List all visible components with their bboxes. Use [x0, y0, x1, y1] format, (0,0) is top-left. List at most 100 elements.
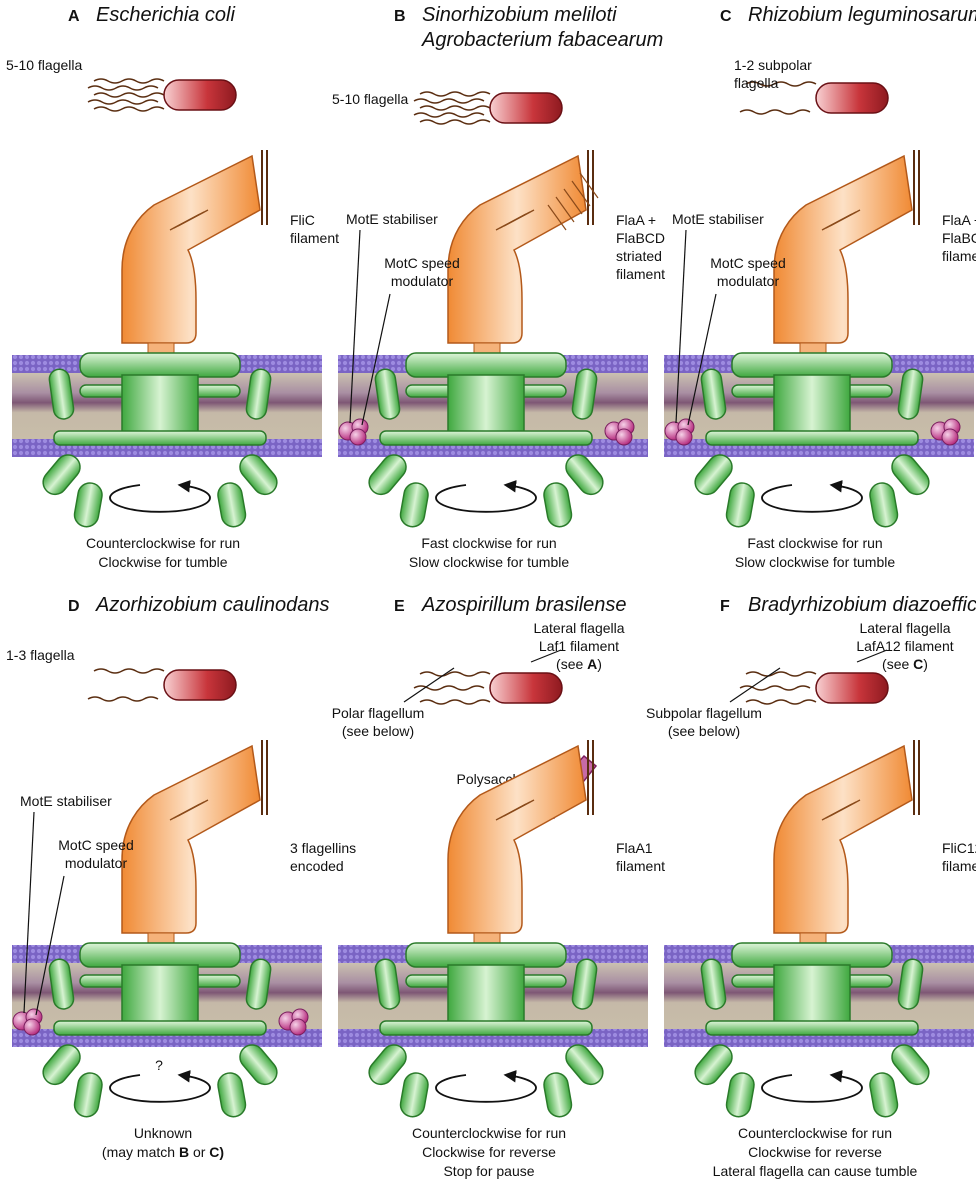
flagellar-motor [338, 740, 648, 1118]
stator-unit [48, 958, 75, 1010]
MS-ring [773, 964, 851, 1028]
rotation-arrow [761, 1069, 863, 1103]
filament-label: FliC1234filament [942, 840, 976, 874]
cell-body [489, 92, 563, 124]
panel-D: D Azorhizobium caulinodans 1-3 flagella 3 f… [6, 594, 356, 1160]
motE-label: MotE stabiliser [672, 211, 764, 227]
C-ring [379, 430, 593, 446]
panel-letter: E [394, 598, 405, 615]
mot-protein-cluster [930, 418, 961, 446]
hook [447, 744, 587, 934]
motE-label: MotE stabiliser [20, 793, 112, 809]
species-title: Escherichia coli [96, 4, 236, 26]
species-title: Azospirillum brasilense [421, 594, 627, 616]
stator-unit [571, 368, 598, 420]
mot-protein-cluster [338, 418, 369, 446]
flagella [739, 671, 817, 705]
stator-unit [245, 368, 272, 420]
MS-ring [447, 964, 525, 1028]
rotation-arrow [109, 479, 211, 513]
panel-F: F Bradyrhizobium diazoefficiensLateral fl… [646, 594, 976, 1179]
stator-unit [897, 958, 924, 1010]
flagellar-motor [12, 150, 322, 528]
stator-unit [700, 368, 727, 420]
L-ring [79, 352, 241, 378]
rotation-arrow [435, 1069, 537, 1103]
stator-unit [897, 368, 924, 420]
flagella [87, 78, 165, 112]
lateral-flagella-ref: (see A) [556, 656, 602, 672]
C-ring [705, 1020, 919, 1036]
flagellar-motor [12, 740, 322, 1118]
panel-letter: F [720, 598, 730, 615]
panel-letter: B [394, 8, 406, 25]
rotation-unknown-mark: ? [155, 1057, 163, 1073]
stator-unit [571, 958, 598, 1010]
C-ring [53, 1020, 267, 1036]
C-ring [53, 430, 267, 446]
cell-body [815, 672, 889, 704]
L-ring [731, 942, 893, 968]
flagella [413, 91, 491, 125]
rotation-arrow [761, 479, 863, 513]
hook [121, 744, 261, 934]
filament-label: FlaA +FlaBCEHfilament [942, 212, 976, 264]
species-title: Rhizobium leguminosarum [748, 4, 976, 26]
motility-caption-detail: (may match B or C) [102, 1144, 224, 1160]
mot-protein-cluster [12, 1008, 43, 1036]
panel-letter: D [68, 598, 80, 615]
motility-caption: Unknown [134, 1125, 192, 1141]
L-ring [731, 352, 893, 378]
flagella [413, 671, 491, 705]
L-ring [79, 942, 241, 968]
flagella-count-label: 5-10 flagella [6, 57, 82, 73]
flagella-count-label: 5-10 flagella [332, 91, 408, 107]
hook [773, 744, 913, 934]
L-ring [405, 942, 567, 968]
stator-unit [374, 368, 401, 420]
cell-body [489, 672, 563, 704]
rotation-arrow [109, 1069, 211, 1103]
mot-protein-cluster [604, 418, 635, 446]
species-title: Bradyrhizobium diazoefficiens [748, 594, 976, 616]
flagella [739, 81, 817, 115]
rotation-arrow [435, 479, 537, 513]
stator-unit [245, 958, 272, 1010]
flagella-count-label: 1-3 flagella [6, 647, 75, 663]
species-title: Azorhizobium caulinodans [95, 594, 329, 616]
lateral-flagella-ref: (see C) [882, 656, 928, 672]
polar-flagellum-label: Polar flagellum(see below) [332, 705, 425, 739]
flagellar-motor [338, 150, 648, 528]
mot-protein-cluster [278, 1008, 309, 1036]
panel-letter: A [68, 8, 80, 25]
C-ring [379, 1020, 593, 1036]
stator-unit [48, 368, 75, 420]
stator-unit [374, 958, 401, 1010]
polar-flagellum-label: Subpolar flagellum(see below) [646, 705, 762, 739]
panel-letter: C [720, 8, 732, 25]
flagella [87, 668, 165, 702]
hook [121, 154, 261, 344]
hook [447, 154, 587, 344]
L-ring [405, 352, 567, 378]
MS-ring [773, 374, 851, 438]
cell-body [815, 82, 889, 114]
